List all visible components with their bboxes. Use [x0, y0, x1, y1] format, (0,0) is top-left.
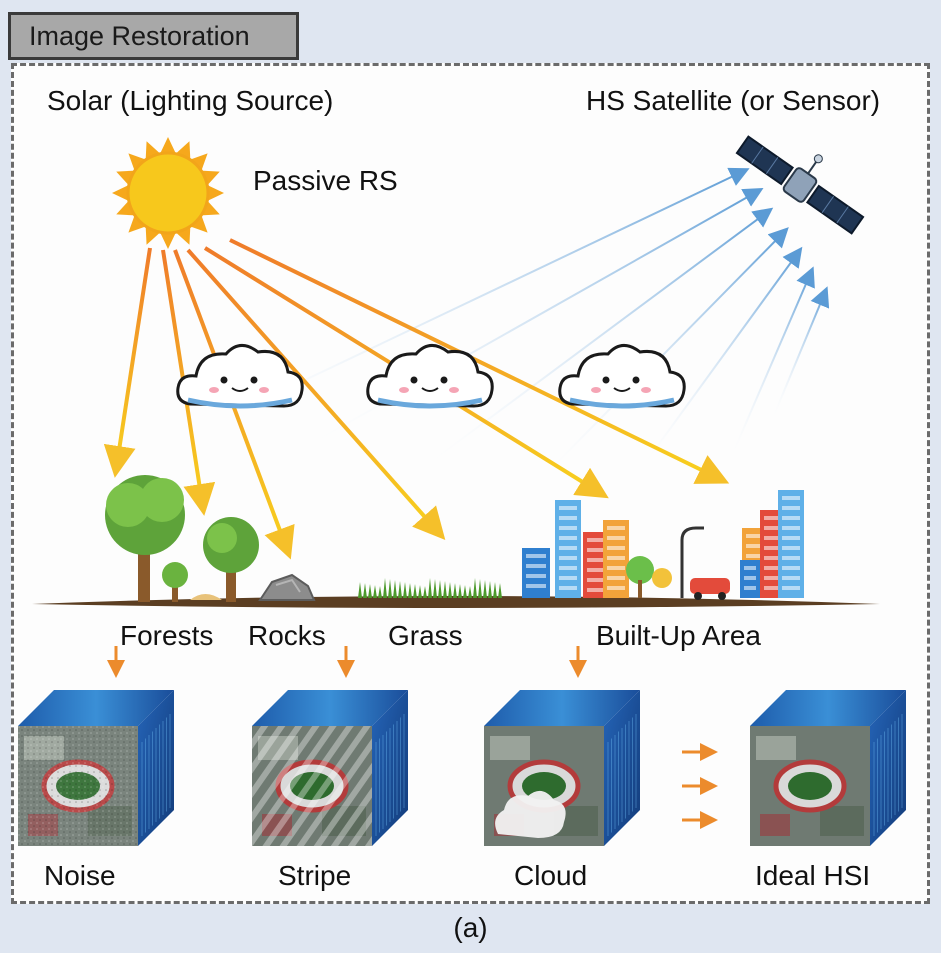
forest-icon: [105, 475, 259, 602]
cube-label-stripe: Stripe: [278, 860, 352, 891]
rocks-label: Rocks: [248, 620, 326, 651]
satellite-icon: [735, 135, 865, 235]
cube-label-noise: Noise: [44, 860, 116, 891]
rocks-icon: [258, 573, 316, 601]
cube-label-cloud: Cloud: [514, 860, 588, 891]
city-icon: [522, 490, 804, 600]
sun-icon: [112, 137, 224, 249]
ground-line: [32, 596, 880, 608]
grass-label: Grass: [388, 620, 463, 651]
passive-rs-label: Passive RS: [253, 165, 398, 196]
process-arrows: [107, 646, 587, 678]
figure-caption: (a): [453, 912, 488, 943]
section-title: Image Restoration: [8, 12, 299, 60]
cube-label-ideal: Ideal HSI: [755, 860, 871, 891]
forests-label: Forests: [120, 620, 214, 651]
built-up-area-label: Built-Up Area: [596, 620, 761, 651]
satellite-label: HS Satellite (or Sensor): [586, 85, 881, 116]
grass-icon: [358, 578, 502, 598]
hsi-cubes: [18, 690, 906, 846]
restoration-arrows: [682, 743, 718, 829]
clouds: [176, 344, 686, 409]
sun-label: Solar (Lighting Source): [47, 85, 334, 116]
reflected-rays: [199, 167, 830, 481]
